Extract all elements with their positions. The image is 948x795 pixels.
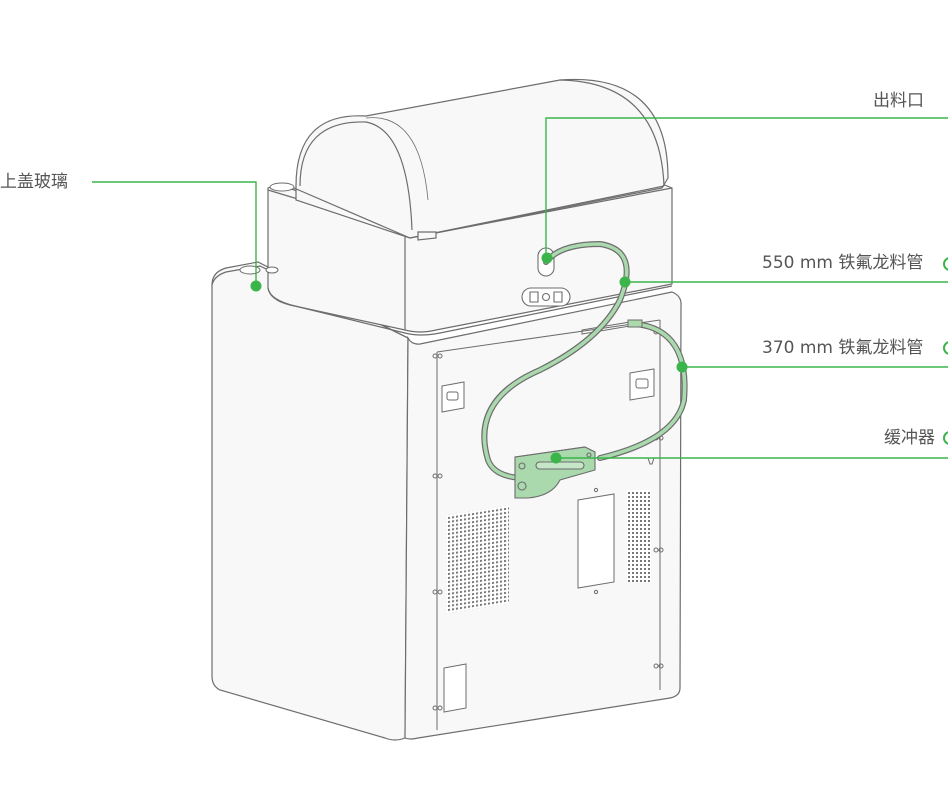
dot-top-glass: [250, 280, 262, 292]
label-outlet: 出料口: [873, 91, 924, 111]
label-tube-370: 370 mm 铁氟龙料管: [762, 338, 924, 358]
callout-lines: [92, 117, 948, 459]
buffer-unit: [514, 446, 596, 499]
label-tube-550: 550 mm 铁氟龙料管: [762, 253, 924, 273]
lid-corner-feature: [239, 182, 295, 275]
vent-grille-left: [446, 505, 509, 614]
label-top-glass: 上盖玻璃: [0, 172, 68, 192]
edge-rings: [943, 257, 948, 445]
leader-top-glass: [92, 181, 257, 286]
dot-tube-550: [619, 276, 631, 288]
printer-body: [211, 261, 682, 741]
label-buffer: 缓冲器: [884, 428, 935, 448]
dot-tube-370: [676, 361, 688, 373]
top-glass-dome: [293, 78, 669, 241]
teflon-tubes: [481, 240, 688, 481]
vent-grille-right: [627, 490, 651, 582]
dot-outlet: [541, 252, 553, 264]
dot-buffer: [550, 452, 562, 464]
leader-outlet: [545, 117, 948, 258]
callout-dots: [250, 252, 688, 464]
